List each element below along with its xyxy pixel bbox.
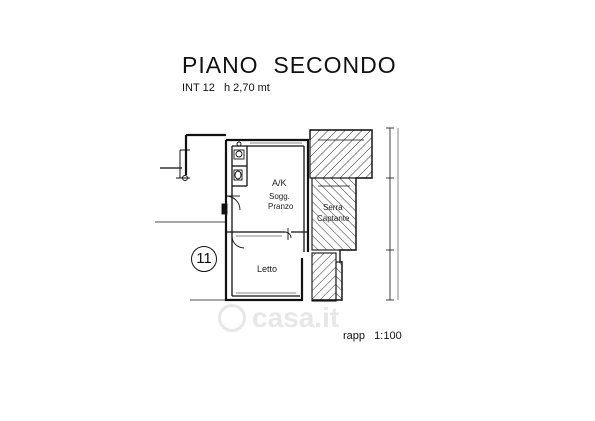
bathroom-fixtures [233, 141, 245, 181]
greenhouse-outline [309, 129, 373, 301]
greenhouse-hatch [309, 129, 373, 302]
plan-subtitle: INT 12 h 2,70 mt [182, 82, 270, 94]
dimension-line-right [386, 127, 399, 301]
greenhouse-label-1: Serra [323, 203, 343, 212]
bedroom-label: Letto [257, 264, 277, 274]
kitchen-label-2: Sogg. [269, 192, 290, 201]
watermark-logo-icon [218, 304, 246, 332]
exterior-stair [155, 149, 226, 301]
plan-title: PIANO SECONDO [182, 52, 397, 78]
watermark: casa.it [218, 302, 339, 334]
dimension-lines-inner [236, 142, 302, 294]
kitchen-label-1: A/K [272, 178, 287, 188]
inner-walls [226, 145, 308, 297]
kitchen-label-3: Pranzo [268, 202, 294, 211]
doors [221, 195, 292, 249]
watermark-text: casa.it [252, 302, 340, 333]
greenhouse-label-2: Captante [317, 214, 350, 223]
unit-number-badge: 11 [191, 246, 217, 272]
scale-label: rapp 1:100 [343, 330, 402, 342]
